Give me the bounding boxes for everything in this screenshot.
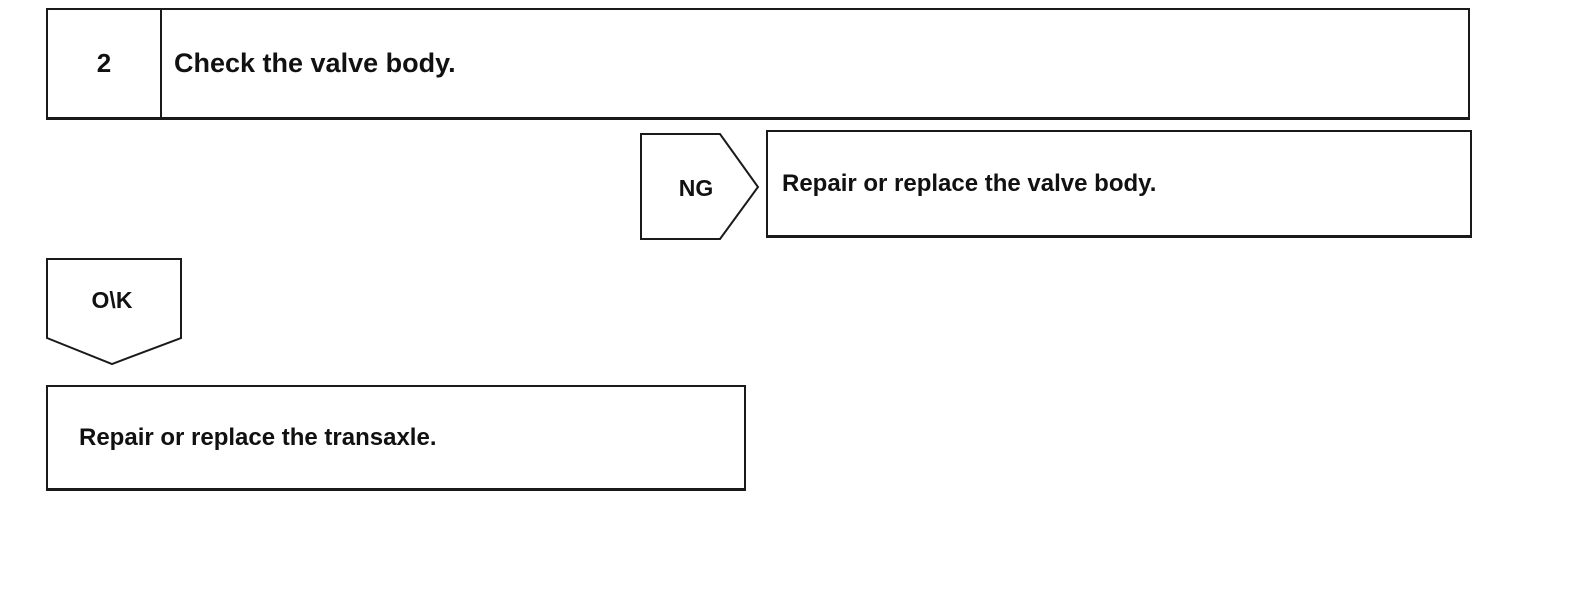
transaxle-text: Repair or replace the transaxle. — [79, 423, 437, 451]
ok-arrow: O\K — [46, 258, 182, 366]
step-divider — [160, 10, 162, 117]
ng-arrow-shape — [640, 133, 760, 240]
transaxle-box: Repair or replace the transaxle. — [46, 385, 746, 491]
ng-label: NG — [679, 175, 714, 201]
ng-arrow: NG — [640, 133, 760, 240]
step-number: 2 — [96, 48, 112, 78]
step-title: Check the valve body. — [174, 48, 456, 78]
ok-arrow-shape — [46, 258, 182, 366]
ng-result-box: Repair or replace the valve body. — [766, 130, 1472, 238]
step-box: 2 Check the valve body. — [46, 8, 1470, 120]
ok-label: O\K — [92, 287, 133, 313]
ng-result-text: Repair or replace the valve body. — [782, 169, 1157, 197]
